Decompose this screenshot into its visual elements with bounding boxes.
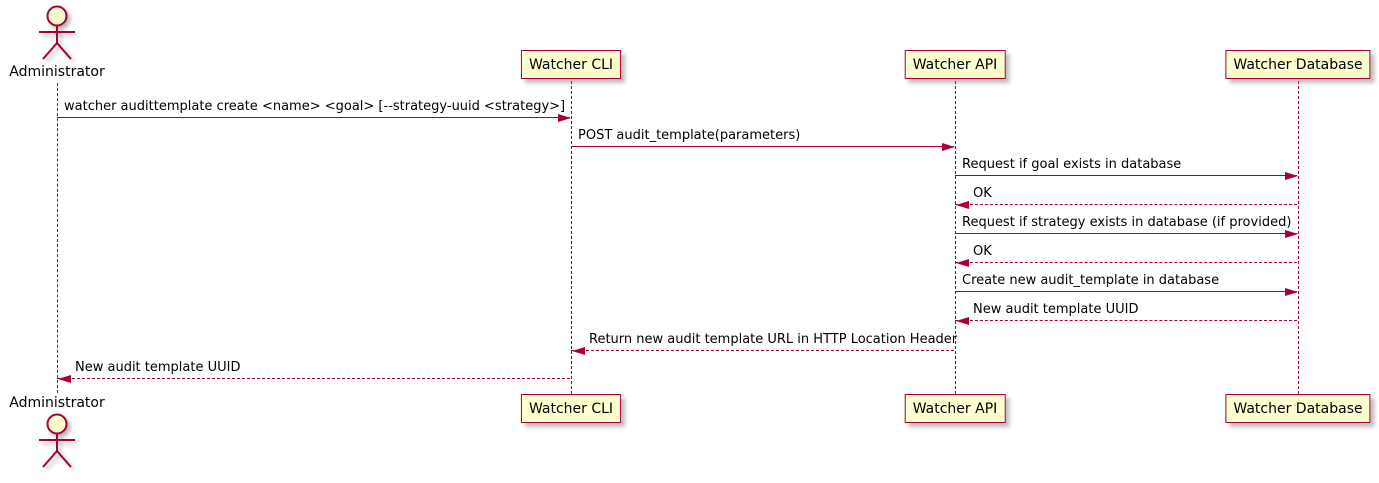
lifeline-administrator (57, 83, 58, 393)
arrowhead-icon (1285, 287, 1298, 296)
actor-label-bottom: Administrator (9, 395, 105, 411)
lifeline-watcher-database (1298, 81, 1299, 394)
participant-box-watcher-cli-bottom: Watcher CLI (520, 394, 622, 423)
arrowhead-icon (1285, 171, 1298, 180)
message-label: Return new audit template URL in HTTP Lo… (589, 332, 958, 347)
message-line-dashed (955, 262, 1297, 263)
lifeline-watcher-cli (571, 81, 572, 394)
actor-icon (39, 413, 75, 468)
participant-box-watcher-database-bottom: Watcher Database (1225, 394, 1371, 423)
participant-box-watcher-api-bottom: Watcher API (904, 394, 1006, 423)
actor-icon (39, 5, 75, 60)
arrowhead-icon (558, 113, 571, 122)
actor-label-top: Administrator (9, 64, 105, 80)
arrowhead-icon (956, 200, 969, 209)
message-label: Request if strategy exists in database (… (962, 215, 1292, 230)
arrowhead-icon (942, 142, 955, 151)
message-label: Create new audit_template in database (962, 273, 1220, 288)
message-label: POST audit_template(parameters) (578, 128, 801, 143)
message-label: New audit template UUID (973, 302, 1139, 317)
participant-box-watcher-api-top: Watcher API (904, 50, 1006, 79)
message-label: watcher audittemplate create <name> <goa… (64, 99, 566, 114)
arrowhead-icon (956, 316, 969, 325)
arrowhead-icon (572, 346, 585, 355)
arrowhead-icon (58, 374, 71, 383)
lifeline-watcher-api (955, 81, 956, 394)
message-label: OK (973, 244, 992, 259)
message-label: Request if goal exists in database (962, 157, 1182, 172)
arrowhead-icon (956, 258, 969, 267)
message-label: OK (973, 186, 992, 201)
message-line-dashed (57, 378, 570, 379)
message-label: New audit template UUID (75, 360, 241, 375)
message-line-dashed (571, 350, 954, 351)
message-line-solid (955, 291, 1297, 292)
message-line-dashed (955, 320, 1297, 321)
participant-box-watcher-cli-top: Watcher CLI (520, 50, 622, 79)
message-line-solid (955, 233, 1297, 234)
message-line-dashed (955, 204, 1297, 205)
participant-box-watcher-database-top: Watcher Database (1225, 50, 1371, 79)
message-line-solid (571, 146, 954, 147)
message-line-solid (955, 175, 1297, 176)
arrowhead-icon (1285, 229, 1298, 238)
message-line-solid (57, 117, 570, 118)
